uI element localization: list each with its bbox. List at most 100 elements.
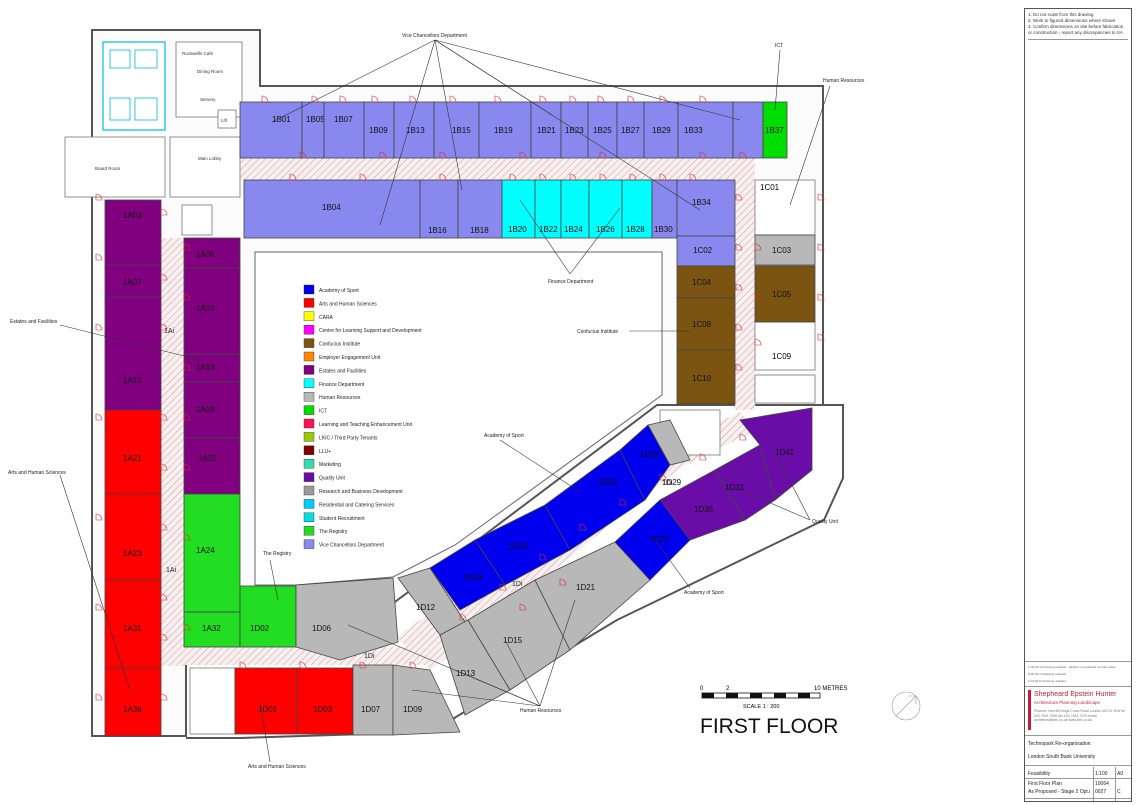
scale-tick-0: 0 bbox=[700, 686, 704, 692]
corridor-c bbox=[735, 180, 755, 410]
legend-swatch bbox=[303, 338, 315, 348]
room-label: 1D12 bbox=[416, 603, 436, 612]
room-label: 1A21 bbox=[123, 454, 142, 463]
room-label: 1B16 bbox=[428, 226, 447, 235]
room-shape bbox=[296, 667, 354, 735]
revision-line: B 20.04.10 Drawing updated bbox=[1028, 672, 1067, 676]
room-label: 1B29 bbox=[652, 126, 671, 135]
room-label: 1B05 bbox=[306, 115, 325, 124]
room-1a06: 1A06 bbox=[183, 237, 241, 269]
paper-size: A0 bbox=[1117, 771, 1124, 777]
callout-arts-bottom: Arts and Human Sciences bbox=[248, 764, 306, 770]
room-shape bbox=[301, 101, 325, 159]
legend-swatch bbox=[303, 499, 315, 509]
room-label: 1C05 bbox=[772, 290, 792, 299]
room-1a36: 1A36 bbox=[104, 667, 162, 737]
room-1a23: 1A23 bbox=[104, 493, 162, 581]
room-1a32: 1A32 bbox=[183, 611, 241, 648]
callout-hr-top: Human Resources bbox=[823, 78, 865, 84]
room-shape bbox=[616, 101, 645, 159]
room-label: 1B07 bbox=[334, 115, 353, 124]
room-1b01: 1B01 bbox=[239, 101, 303, 159]
legend-swatch bbox=[303, 284, 315, 295]
room-1b33: 1B33 bbox=[677, 101, 734, 159]
callout-ict: ICT bbox=[775, 43, 783, 49]
legend-swatch bbox=[303, 298, 315, 308]
room-label: 1D06 bbox=[312, 624, 332, 633]
room-label: 1B26 bbox=[596, 225, 615, 234]
room-1c04: 1C04 bbox=[676, 265, 736, 299]
legend-label: Student Recruitment bbox=[319, 516, 365, 522]
room-label: 1B18 bbox=[470, 226, 489, 235]
room-shape bbox=[323, 101, 365, 159]
corridor-d-lower bbox=[184, 647, 434, 665]
room-shape bbox=[352, 664, 394, 736]
room-shape bbox=[104, 579, 162, 669]
drawing-subtitle: As Proposed - Stage 2 Opt.i bbox=[1028, 789, 1091, 795]
legend-label: Learning and Teaching Enhancement Unit bbox=[319, 422, 413, 428]
legend-swatch bbox=[303, 351, 315, 362]
callout-academy-right: Academy of Sport bbox=[684, 590, 724, 596]
corridor-a bbox=[160, 238, 184, 666]
north-arrow-icon bbox=[891, 691, 921, 721]
callout-estates: Estates and Facilities bbox=[10, 319, 58, 325]
title-block: 1. Do not scale from this drawing 2. Wor… bbox=[1024, 8, 1132, 802]
room-1d02: 1D02 bbox=[239, 585, 297, 648]
firm-address: Phoenix Yard 65 Kings Cross Road London … bbox=[1034, 709, 1126, 722]
room-shape bbox=[183, 267, 241, 355]
room-label: 1B15 bbox=[452, 126, 471, 135]
room-label: 1D03 bbox=[313, 705, 333, 714]
room-1a21: 1A21 bbox=[104, 409, 162, 495]
legend-swatch bbox=[303, 459, 315, 469]
room-label: 1D13 bbox=[456, 669, 476, 678]
legend-label: Centre for Learning Support and Developm… bbox=[319, 328, 422, 334]
room-label: 1B37 bbox=[765, 126, 784, 135]
callout-academy-mid: Academy of Sport bbox=[484, 433, 524, 439]
note-line: 2. Work to figured dimensions where show… bbox=[1028, 18, 1116, 23]
room-label: 1A14 bbox=[196, 363, 215, 372]
legend-label: Quality Unit bbox=[319, 476, 345, 482]
room-label: 1B21 bbox=[537, 126, 556, 135]
legend-label: Employer Engagement Unit bbox=[319, 355, 381, 361]
revision-letter: C bbox=[1117, 789, 1121, 795]
room-label: 1D31 bbox=[725, 483, 745, 492]
callout-confucius: Confucius Institute bbox=[577, 329, 618, 335]
corridor-label-d-mid: 1Di bbox=[512, 581, 523, 588]
room-label: 1D07 bbox=[361, 705, 381, 714]
firm-name: Shepheard Epstein Hunter bbox=[1034, 691, 1117, 698]
firm-accent-bar bbox=[1028, 690, 1031, 730]
room-shape bbox=[183, 437, 241, 495]
label-board: Board Room bbox=[95, 166, 121, 171]
callout-finance: Finance Department bbox=[548, 279, 594, 285]
room-1b30: 1B30 bbox=[651, 179, 678, 239]
room-1a22: 1A22 bbox=[183, 437, 241, 495]
room-label: 1A23 bbox=[123, 549, 142, 558]
room-shape bbox=[234, 667, 298, 735]
room-1b37: 1B37 bbox=[762, 101, 788, 159]
room-shape bbox=[104, 409, 162, 495]
revision-line: C 03.05.10 Drawing updated - addition of… bbox=[1028, 665, 1116, 669]
room-1a13: 1A13 bbox=[104, 296, 162, 411]
room-label: 1A07 bbox=[123, 278, 142, 287]
room-1a24: 1A24 bbox=[183, 493, 241, 613]
room-label: 1D21 bbox=[576, 583, 596, 592]
legend-label: Arts and Human Sciences bbox=[319, 301, 377, 307]
room-shape bbox=[457, 179, 503, 239]
room-1b33x bbox=[732, 101, 764, 159]
room-1b20: 1B20 bbox=[501, 179, 536, 239]
legend-label: Confucius Institute bbox=[319, 342, 360, 348]
room-label: 1D14 bbox=[463, 573, 483, 582]
room-shape bbox=[419, 179, 459, 239]
room-1b16: 1B16 bbox=[419, 179, 459, 239]
room-1c05: 1C05 bbox=[754, 265, 816, 323]
legend-label: Academy of Sport bbox=[319, 288, 359, 294]
room-shape bbox=[239, 585, 297, 648]
revision-list: C 03.05.10 Drawing updated - addition of… bbox=[1025, 661, 1131, 687]
ancillary-area bbox=[64, 41, 816, 735]
door-marks bbox=[95, 95, 825, 701]
room-shape bbox=[239, 101, 303, 159]
revision-line: A 15.03.10 Drawing updated bbox=[1028, 679, 1066, 683]
legend-swatch bbox=[303, 405, 315, 415]
room-shape bbox=[104, 667, 162, 737]
room-label: 1C04 bbox=[692, 278, 712, 287]
